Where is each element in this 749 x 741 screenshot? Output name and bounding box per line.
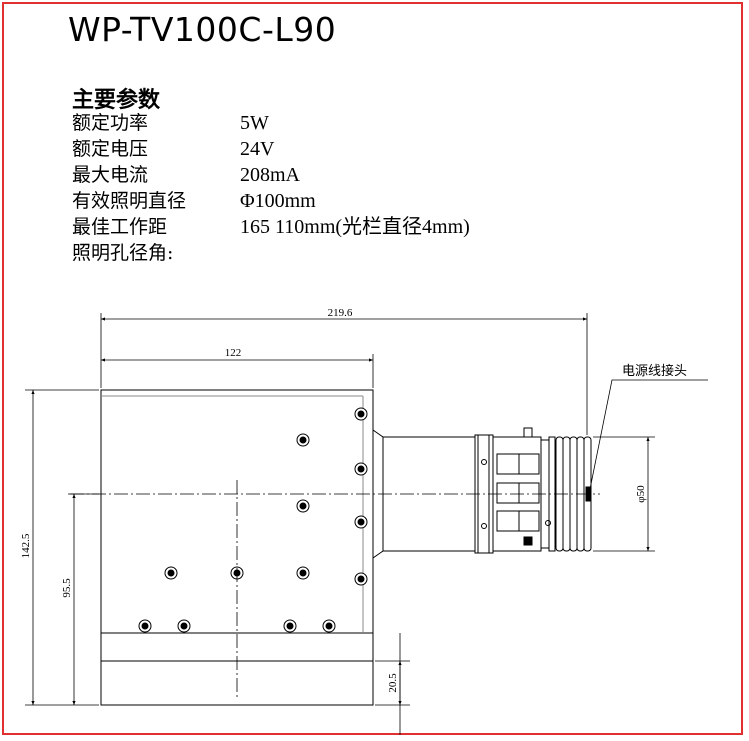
- screw-hole: [354, 462, 368, 476]
- screw-hole: [296, 499, 310, 513]
- param-label: 照明孔径角:: [72, 242, 174, 264]
- dim-overall-width: 219.6: [328, 307, 353, 319]
- screw-hole: [354, 515, 368, 529]
- dimensions: [25, 313, 708, 735]
- param-label: 最大电流: [72, 164, 149, 186]
- screw-hole: [322, 619, 336, 633]
- screw-holes: [138, 407, 368, 633]
- param-value: Φ100mm: [240, 190, 316, 212]
- screw-hole: [354, 407, 368, 421]
- drawing-frame: [2, 2, 743, 735]
- param-value: 24V: [240, 138, 275, 160]
- screw-hole: [164, 566, 178, 580]
- param-value: 208mA: [240, 164, 300, 186]
- param-value: 5W: [240, 112, 269, 134]
- params-heading: 主要参数: [72, 87, 161, 113]
- lens-assembly: [372, 427, 592, 559]
- screw-hole: [138, 619, 152, 633]
- screw-hole: [354, 572, 368, 586]
- screw-hole: [283, 619, 297, 633]
- param-label: 额定电压: [72, 138, 149, 160]
- model-title: WP-TV100C-L90: [68, 10, 337, 49]
- param-value: 165 110mm(光栏直径4mm): [240, 216, 470, 238]
- param-label: 最佳工作距: [72, 216, 168, 238]
- dim-overall-height: 142.5: [20, 533, 32, 558]
- screw-hole: [296, 433, 310, 447]
- dim-body-width: 122: [225, 347, 242, 359]
- dim-diameter: φ50: [635, 485, 647, 503]
- dim-axis-height: 95.5: [61, 578, 73, 598]
- callout-cable-connector: 电源线接头: [622, 363, 687, 379]
- screw-hole: [296, 566, 310, 580]
- screw-hole: [177, 619, 191, 633]
- dim-bottom: 20.5: [387, 673, 399, 693]
- center-lines: [70, 480, 600, 700]
- param-label: 有效照明直径: [72, 190, 187, 212]
- param-label: 额定功率: [72, 112, 149, 134]
